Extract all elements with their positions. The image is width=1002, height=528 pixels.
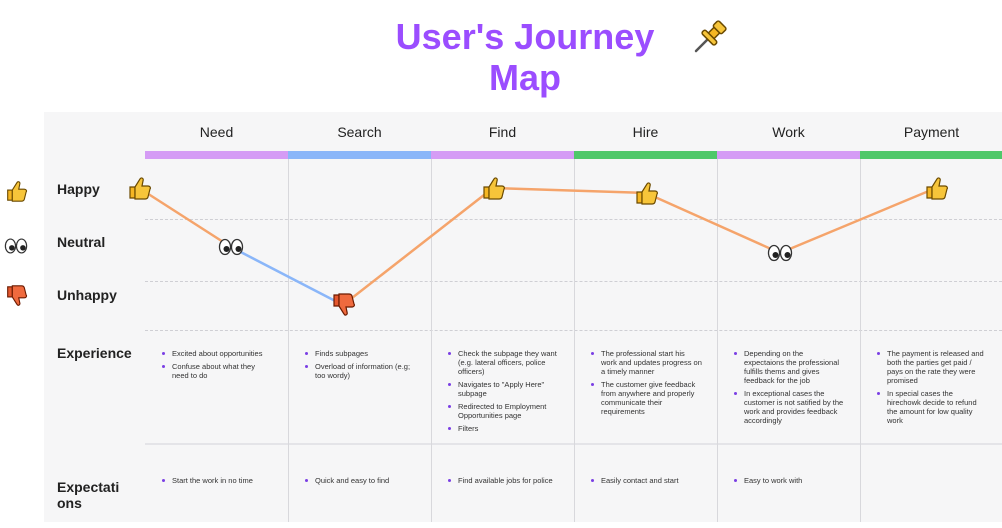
experience-cell-find: Check the subpage they want (e.g. latera… [446, 349, 559, 437]
thumbs-down-icon [7, 285, 28, 306]
row-label-experience: Experience [57, 345, 132, 361]
column-divider [288, 159, 289, 522]
experience-item: The professional start his work and upda… [589, 349, 702, 376]
row-divider [145, 443, 1002, 445]
stage-header-find: Find [488, 124, 517, 140]
journey-board [44, 112, 1002, 522]
stage-color-bar [860, 151, 1002, 159]
experience-item: Excited about opportunities [160, 349, 273, 358]
experience-item: The customer give feedback from anywhere… [589, 380, 702, 416]
stage-color-bar [288, 151, 431, 159]
thumbs-up-icon [633, 180, 659, 206]
stage-color-bar [574, 151, 717, 159]
stage-color-bar [145, 151, 288, 159]
experience-item: Overload of information (e.g; too wordy) [303, 362, 416, 380]
experience-cell-hire: The professional start his work and upda… [589, 349, 702, 420]
column-divider [717, 159, 718, 522]
page-title-line-1: User's Journey [395, 16, 655, 57]
journey-segment [229, 245, 345, 307]
experience-item: Filters [446, 424, 559, 433]
expectations-cell-search: Quick and easy to find [303, 476, 416, 489]
journey-segment [491, 186, 648, 195]
experience-item: Finds subpages [303, 349, 416, 358]
experience-item: In special cases the hirechowk decide to… [875, 389, 988, 425]
page-title-line-2: Map [489, 57, 561, 98]
column-divider [431, 159, 432, 522]
journey-segment [778, 186, 938, 255]
expectations-item: Start the work in no time [160, 476, 273, 485]
stage-header-payment: Payment [903, 124, 960, 140]
thumbs-down-icon [330, 292, 356, 318]
row-label-happy: Happy [57, 181, 100, 197]
stage-header-need: Need [199, 124, 234, 140]
experience-item: Check the subpage they want (e.g. latera… [446, 349, 559, 376]
thumbs-up-icon [480, 175, 506, 201]
expectations-cell-work: Easy to work with [732, 476, 845, 489]
thumbs-up-icon [923, 175, 949, 201]
row-label-unhappy: Unhappy [57, 287, 117, 303]
journey-segment [137, 186, 233, 249]
eyes-icon [767, 240, 793, 266]
eyes-icon [218, 234, 244, 260]
row-label-neutral: Neutral [57, 234, 106, 250]
journey-segment [341, 186, 495, 307]
stage-color-bar [717, 151, 860, 159]
eyes-icon [4, 238, 28, 254]
expectations-item: Quick and easy to find [303, 476, 416, 485]
row-label-expectations-1: Expectati [57, 479, 120, 495]
experience-cell-work: Depending on the expectaions the profess… [732, 349, 845, 429]
experience-item: Confuse about what they need to do [160, 362, 273, 380]
row-divider [145, 219, 1002, 220]
experience-item: Redirected to Employment Opportunities p… [446, 402, 559, 420]
column-divider [574, 159, 575, 522]
stage-header-search: Search [337, 124, 382, 140]
expectations-item: Easily contact and start [589, 476, 702, 485]
row-label-expectations-2: ons [57, 495, 82, 511]
experience-item: In exceptional cases the customer is not… [732, 389, 845, 425]
expectations-item: Easy to work with [732, 476, 845, 485]
stage-header-work: Work [772, 124, 805, 140]
stage-header-hire: Hire [632, 124, 659, 140]
row-divider [145, 281, 1002, 282]
pushpin-icon [694, 20, 727, 53]
expectations-item: Find available jobs for police [446, 476, 559, 485]
experience-cell-payment: The payment is released and both the par… [875, 349, 988, 429]
experience-item: Navigates to "Apply Here" subpage [446, 380, 559, 398]
expectations-cell-need: Start the work in no time [160, 476, 273, 489]
experience-item: The payment is released and both the par… [875, 349, 988, 385]
thumbs-up-icon [126, 175, 152, 201]
thumbs-up-icon [7, 181, 28, 202]
journey-segment [644, 191, 782, 255]
row-divider [145, 330, 1002, 331]
experience-item: Depending on the expectaions the profess… [732, 349, 845, 385]
column-divider [860, 159, 861, 522]
expectations-cell-find: Find available jobs for police [446, 476, 559, 489]
stage-color-bar [431, 151, 574, 159]
expectations-cell-hire: Easily contact and start [589, 476, 702, 489]
